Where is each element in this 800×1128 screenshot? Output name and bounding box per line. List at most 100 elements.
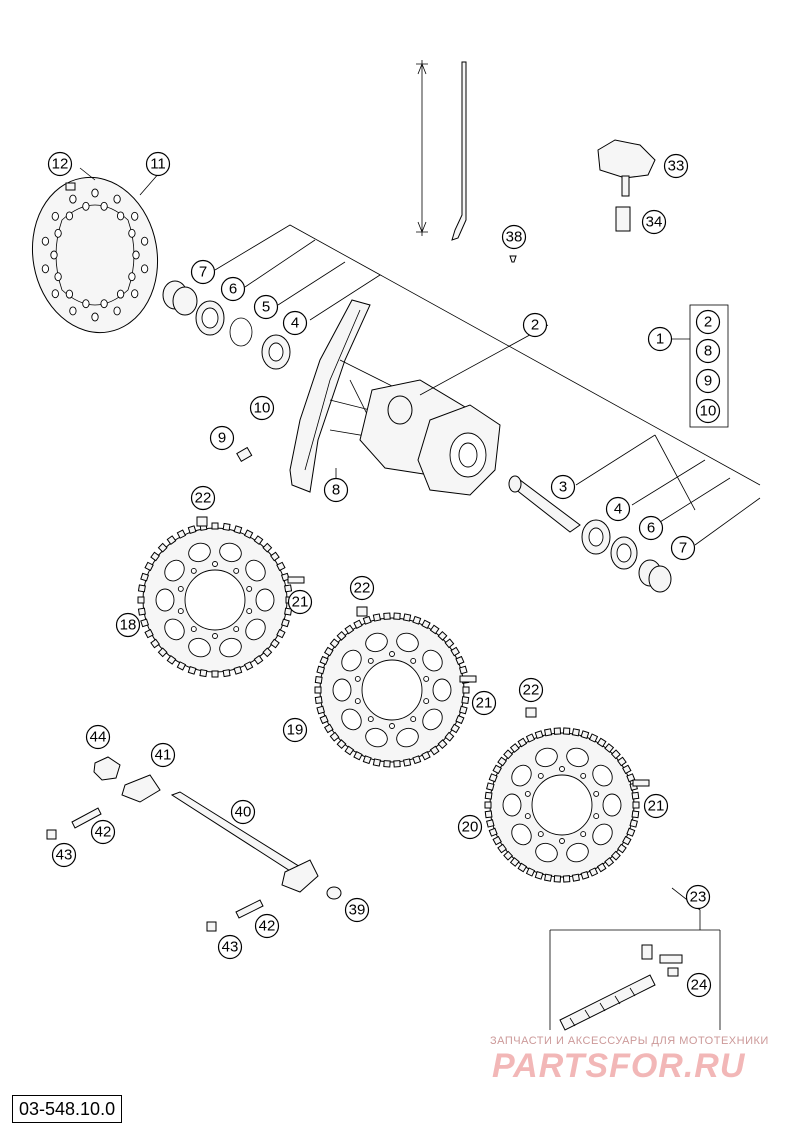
disc-hole	[54, 272, 62, 282]
sprocket-hole	[188, 542, 211, 563]
sprocket-tooth	[187, 525, 197, 535]
callout-3: 3	[550, 474, 576, 500]
callout-label: 44	[90, 729, 107, 746]
sprocket-hole	[219, 637, 242, 658]
callout-label: 43	[222, 939, 239, 956]
sprocket-tooth	[610, 749, 621, 760]
callout-21: 21	[643, 793, 669, 819]
callout-23: 23	[685, 884, 711, 910]
sprocket-tooth	[596, 862, 607, 873]
callout-22: 22	[349, 575, 375, 601]
callout-label: 33	[668, 158, 685, 175]
sprocket-tooth	[461, 696, 470, 705]
disc-hole	[54, 228, 62, 238]
sprocket-tooth	[484, 810, 493, 819]
callout-label: 10	[700, 403, 717, 420]
sprocket-tooth	[211, 670, 219, 678]
sprocket-bolt-hole	[559, 766, 565, 772]
sprocket-large	[484, 727, 640, 883]
callout-label: 43	[56, 847, 73, 864]
sprocket-tooth	[140, 572, 150, 582]
disc-hole	[91, 312, 99, 322]
sprocket-hole	[535, 842, 558, 863]
sprocket-tooth	[150, 551, 160, 562]
sprocket-tooth	[323, 646, 334, 657]
callout-12: 12	[47, 151, 73, 177]
sprocket-bolt-hole	[367, 657, 374, 664]
sprocket-bolt-hole	[354, 675, 361, 682]
sprocket-hole	[396, 727, 419, 748]
sprocket-tooth	[280, 618, 290, 628]
sprocket-tooth	[137, 607, 146, 616]
sprocket-tooth	[372, 613, 382, 622]
callout-42: 42	[90, 819, 116, 845]
rim-lock-nut	[615, 206, 631, 232]
sprocket-tooth	[450, 646, 461, 657]
sprocket-tooth	[253, 655, 264, 665]
sprocket-hole	[245, 618, 266, 641]
sprocket-tooth	[617, 843, 627, 854]
sprocket-hole	[502, 793, 522, 817]
sprocket-tooth	[383, 760, 391, 768]
callout-10: 10	[695, 398, 721, 424]
sprocket-bolt-hole	[246, 608, 253, 615]
sprocket-bolt-hole	[524, 813, 531, 820]
sprocket-tooth	[150, 638, 160, 649]
sprocket-tooth	[553, 727, 562, 735]
callout-label: 23	[690, 889, 707, 906]
sprocket-tooth	[270, 638, 280, 649]
sprocket-tooth	[222, 522, 231, 531]
disc-hole	[65, 289, 74, 299]
disc-hole	[132, 250, 140, 260]
sprocket-bolt-hole	[389, 651, 395, 657]
sprocket-tooth	[270, 551, 280, 562]
sprocket-bolt-hole	[537, 772, 544, 779]
axle-cap	[326, 886, 342, 900]
disc-hole	[82, 299, 90, 309]
sprocket-tooth	[437, 630, 448, 641]
disc-hole	[140, 264, 149, 274]
callout-11: 11	[145, 151, 171, 177]
sprocket-tooth	[517, 737, 528, 748]
callout-label: 5	[262, 299, 270, 316]
sprocket-tooth	[222, 669, 231, 678]
callout-6: 6	[638, 515, 664, 541]
chain-adjuster	[121, 774, 161, 803]
left-circlip	[229, 317, 253, 347]
adjuster-nut	[46, 829, 57, 840]
sprocket-tooth	[458, 705, 468, 715]
right-spacer-sleeve	[508, 475, 581, 533]
sprocket-bolt-hole	[177, 585, 184, 592]
sprocket-tooth	[412, 615, 422, 625]
sprocket-tooth	[316, 665, 326, 675]
sprocket-bolt	[459, 675, 477, 683]
callout-40: 40	[230, 799, 256, 825]
sprocket-bolt-hole	[580, 831, 587, 838]
sprocket-bolt-hole	[246, 585, 253, 592]
sprocket-tooth	[144, 628, 154, 639]
sprocket-tooth	[525, 733, 536, 743]
axle	[170, 791, 319, 893]
callout-label: 20	[462, 819, 479, 836]
sprocket-hole	[365, 632, 388, 653]
sprocket-tooth	[166, 655, 177, 665]
sprocket-small	[137, 522, 293, 678]
sprocket-tooth	[562, 727, 571, 735]
callout-44: 44	[85, 724, 111, 750]
sprocket-bolt-hole	[190, 567, 197, 574]
chain-master-link	[641, 944, 683, 977]
callout-label: 8	[332, 482, 340, 499]
sprocket-tooth	[314, 696, 323, 705]
callout-5: 5	[253, 294, 279, 320]
callout-label: 11	[150, 156, 166, 173]
sprocket-hole	[566, 747, 589, 768]
disc-hole	[116, 289, 125, 299]
sprocket-tooth	[544, 728, 553, 737]
sprocket-hole	[511, 823, 532, 846]
sprocket-tooth	[323, 723, 334, 734]
disc-hole	[128, 228, 136, 238]
sprocket-tooth	[329, 731, 340, 742]
callout-label: 21	[648, 798, 665, 815]
sprocket-bolt-hole	[423, 675, 430, 682]
